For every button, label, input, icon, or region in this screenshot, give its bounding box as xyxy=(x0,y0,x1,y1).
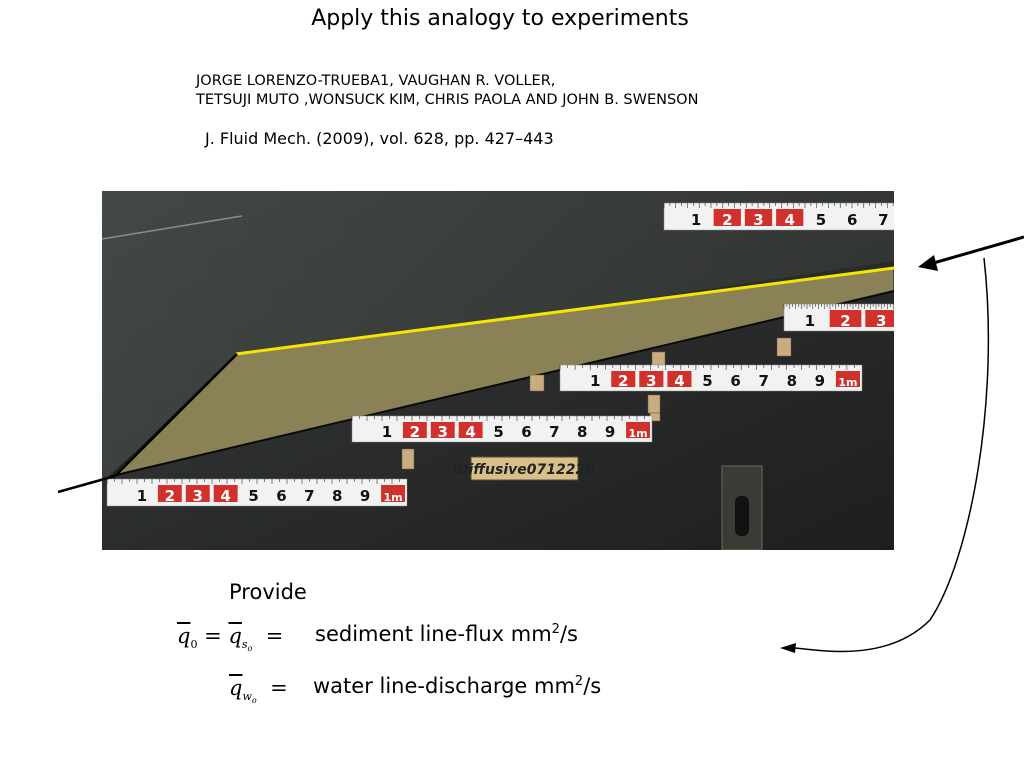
ruler-digit: 8 xyxy=(787,372,797,390)
basement-line xyxy=(111,290,894,477)
glass-panel xyxy=(102,191,894,481)
ruler-digit: 4 xyxy=(220,487,230,505)
sediment-flux-description: sediment line-flux mm2/s xyxy=(315,622,578,646)
ruler-digit: 4 xyxy=(785,211,795,229)
ruler-digit: 5 xyxy=(702,372,712,390)
authors-line-2: TETSUJI MUTO ,WONSUCK KIM, CHRIS PAOLA A… xyxy=(196,92,699,108)
water-discharge-description: water line-discharge mm2/s xyxy=(313,674,601,698)
sediment-desc-unit: /s xyxy=(559,622,578,646)
ruler-digit: 3 xyxy=(753,211,763,229)
subscript-w: w xyxy=(242,690,252,704)
provide-label: Provide xyxy=(229,580,307,604)
ruler-digit: 2 xyxy=(840,312,850,330)
subscript-o: o xyxy=(247,644,253,654)
experiment-label-text: iDiffusive071222B xyxy=(452,462,596,478)
authors-line-1: JORGE LORENZO-TRUEBA1, VAUGHAN R. VOLLER… xyxy=(196,73,556,89)
equals-sign: = xyxy=(265,624,284,648)
ruler-digit: 6 xyxy=(730,372,740,390)
subscript-o: o xyxy=(251,696,257,706)
pointer-arrowhead xyxy=(918,255,938,271)
ruler: 1 2 3 xyxy=(783,303,894,332)
ruler-digit: 6 xyxy=(847,211,857,229)
ruler-digit: 8 xyxy=(332,487,342,505)
ruler-unit-label: 1m xyxy=(383,491,402,504)
equals-sign: = xyxy=(204,624,222,648)
ruler-digit: 2 xyxy=(618,372,628,390)
ruler-digit: 5 xyxy=(493,423,503,441)
water-desc-sup: 2 xyxy=(574,674,584,689)
ruler-digit: 6 xyxy=(276,487,286,505)
ruler-digit: 9 xyxy=(605,423,615,441)
ruler-digit: 9 xyxy=(815,372,825,390)
ruler-digit: 7 xyxy=(549,423,559,441)
q-symbol: q xyxy=(177,624,191,648)
small-tags xyxy=(401,337,792,470)
ruler-digit: 5 xyxy=(816,211,826,229)
subscript-s: s xyxy=(241,638,248,652)
ruler-unit-label: 1m xyxy=(628,427,647,440)
q-symbol: q xyxy=(228,624,242,648)
ruler-digit: 9 xyxy=(360,487,370,505)
ruler-digit: 3 xyxy=(438,423,448,441)
ruler-digit: 3 xyxy=(646,372,656,390)
sediment-flux-formula: q0 = qso = xyxy=(177,624,283,653)
water-discharge-formula: qwo = xyxy=(229,676,288,705)
curved-arrowhead xyxy=(780,643,796,653)
ruler-digit: 7 xyxy=(304,487,314,505)
ruler-digit: 3 xyxy=(193,487,203,505)
slide-title: Apply this analogy to experiments xyxy=(311,6,689,31)
ruler-digit: 1 xyxy=(805,312,815,330)
water-desc-unit: /s xyxy=(583,674,602,698)
sediment-desc-text: sediment line-flux mm xyxy=(315,622,552,646)
ruler-digit: 8 xyxy=(577,423,587,441)
ruler-digit: 4 xyxy=(465,423,475,441)
ruler: 1 2 3 4 5 6 7 xyxy=(663,202,894,231)
ruler-digit: 2 xyxy=(165,487,175,505)
ruler-digit: 1 xyxy=(590,372,600,390)
ruler-unit-label: 1m xyxy=(838,376,857,389)
glass-edge xyxy=(102,215,243,240)
pointer-arrow-line xyxy=(929,235,1024,266)
ruler-digit: 6 xyxy=(521,423,531,441)
ruler-digit: 7 xyxy=(878,211,888,229)
journal-citation: J. Fluid Mech. (2009), vol. 628, pp. 427… xyxy=(205,129,554,148)
ruler-digit: 7 xyxy=(758,372,768,390)
q-symbol: q xyxy=(229,676,243,700)
water-desc-text: water line-discharge mm xyxy=(313,674,575,698)
ruler-digit: 1 xyxy=(691,211,701,229)
ruler-digit: 1 xyxy=(137,487,147,505)
authors-block: JORGE LORENZO-TRUEBA1, VAUGHAN R. VOLLER… xyxy=(196,72,698,110)
experiment-label-sign: iDiffusive071222B xyxy=(452,456,596,481)
ruler-digit: 2 xyxy=(722,211,732,229)
ruler-digit: 4 xyxy=(674,372,684,390)
ruler-digit: 1 xyxy=(382,423,392,441)
shoreline-line xyxy=(235,266,894,356)
ruler-digit: 5 xyxy=(248,487,258,505)
subscript-zero: 0 xyxy=(190,638,198,652)
equals-sign: = xyxy=(270,676,288,700)
sediment-desc-sup: 2 xyxy=(551,622,560,637)
ruler-digit: 2 xyxy=(410,423,420,441)
ruler-digit: 3 xyxy=(876,312,886,330)
pole-slot xyxy=(735,496,749,536)
